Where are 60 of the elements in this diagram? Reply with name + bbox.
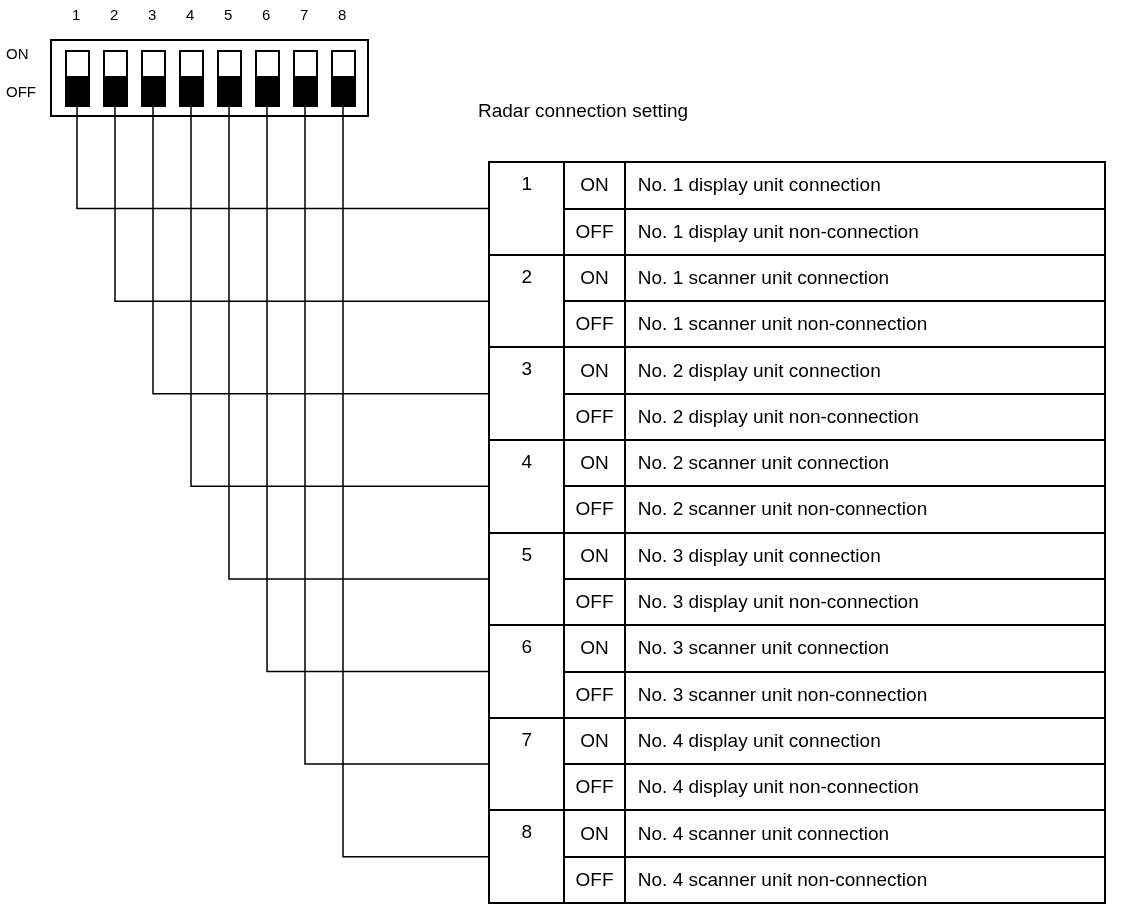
switch-number-cell: 5 xyxy=(489,532,565,626)
state-cell: OFF xyxy=(564,486,625,533)
state-cell: OFF xyxy=(564,393,625,441)
state-cell: ON xyxy=(564,717,625,765)
switch-lever xyxy=(102,50,128,107)
state-cell: ON xyxy=(564,810,625,857)
description-cell: No. 2 scanner unit non-connection xyxy=(624,486,1105,533)
switch-number-cell: 4 xyxy=(489,440,565,533)
description-cell: No. 4 scanner unit non-connection xyxy=(624,856,1105,903)
switch-number-cell: 2 xyxy=(489,254,565,348)
switch-lever xyxy=(292,50,318,107)
description-cell: No. 2 scanner unit connection xyxy=(624,440,1105,487)
switch-lever xyxy=(178,50,204,107)
switch-number-cell: 1 xyxy=(489,162,565,255)
state-cell: OFF xyxy=(564,208,625,255)
state-cell: ON xyxy=(564,440,625,487)
switch-lever xyxy=(330,50,356,107)
description-cell: No. 3 scanner unit non-connection xyxy=(624,671,1105,718)
switch-number: 6 xyxy=(262,6,271,24)
state-cell: ON xyxy=(564,532,625,579)
switch-number: 4 xyxy=(186,6,195,24)
switch-lever xyxy=(254,50,280,107)
switch-lever xyxy=(64,50,90,107)
switch-number: 8 xyxy=(338,6,347,24)
description-cell: No. 4 display unit connection xyxy=(624,717,1105,765)
state-cell: OFF xyxy=(564,301,625,348)
table-title: Radar connection setting xyxy=(478,100,689,122)
description-cell: No. 2 display unit non-connection xyxy=(624,393,1105,441)
state-cell: ON xyxy=(564,347,625,394)
state-cell: ON xyxy=(564,162,625,209)
switch-number: 2 xyxy=(110,6,119,24)
description-cell: No. 4 display unit non-connection xyxy=(624,764,1105,811)
description-cell: No. 1 display unit connection xyxy=(624,162,1105,209)
description-cell: No. 1 scanner unit connection xyxy=(624,254,1105,302)
switch-number: 5 xyxy=(224,6,233,24)
switch-number: 3 xyxy=(148,6,157,24)
switch-number-cell: 8 xyxy=(489,810,565,903)
switch-number: 1 xyxy=(72,6,81,24)
state-cell: OFF xyxy=(564,856,625,903)
switch-number-cell: 3 xyxy=(489,347,565,441)
description-cell: No. 1 display unit non-connection xyxy=(624,208,1105,255)
dip-switch-body xyxy=(50,39,369,117)
switch-number-cell: 6 xyxy=(489,625,565,718)
state-cell: OFF xyxy=(564,764,625,811)
state-cell: ON xyxy=(564,625,625,672)
description-cell: No. 2 display unit connection xyxy=(624,347,1105,394)
switch-number-cell: 7 xyxy=(489,717,565,811)
switch-number: 7 xyxy=(300,6,309,24)
description-cell: No. 3 scanner unit connection xyxy=(624,625,1105,672)
state-cell: ON xyxy=(564,254,625,302)
switch-lever xyxy=(216,50,242,107)
position-label: ON xyxy=(6,45,29,63)
switch-lever xyxy=(140,50,166,107)
description-cell: No. 3 display unit connection xyxy=(624,532,1105,579)
state-cell: OFF xyxy=(564,671,625,718)
description-cell: No. 3 display unit non-connection xyxy=(624,578,1105,626)
description-cell: No. 1 scanner unit non-connection xyxy=(624,301,1105,348)
description-cell: No. 4 scanner unit connection xyxy=(624,810,1105,857)
position-label: OFF xyxy=(6,83,36,101)
state-cell: OFF xyxy=(564,578,625,626)
